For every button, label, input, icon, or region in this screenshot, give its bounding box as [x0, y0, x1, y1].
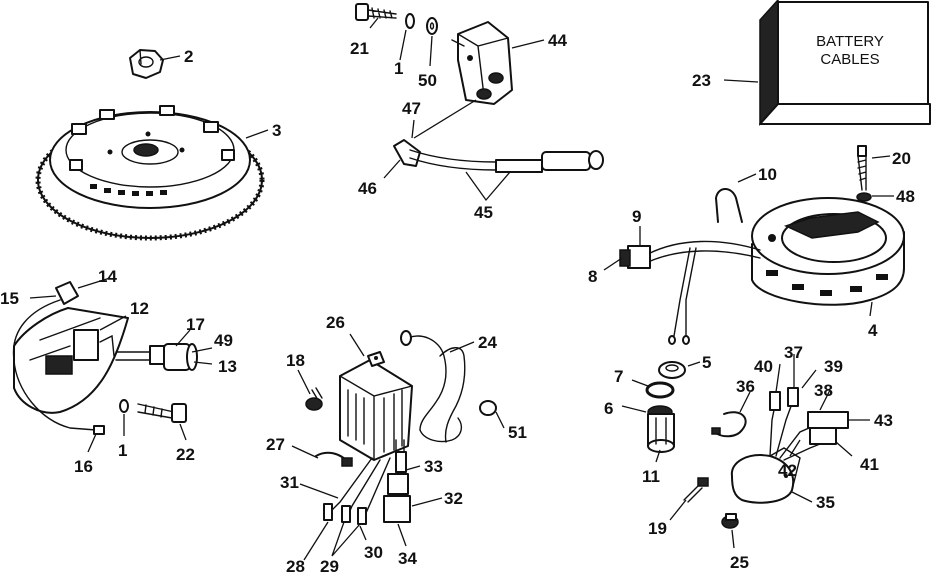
- callout-11: 11: [642, 467, 660, 486]
- callout-4: 4: [868, 321, 878, 340]
- callout-48: 48: [896, 187, 915, 206]
- callout-46: 46: [358, 179, 377, 198]
- callout-32: 32: [444, 489, 463, 508]
- callout-36: 36: [736, 377, 755, 396]
- callout-7: 7: [614, 367, 623, 386]
- callout-5: 5: [702, 353, 711, 372]
- callout-33: 33: [424, 457, 443, 476]
- callout-45: 45: [474, 203, 493, 222]
- callout-1-left: 1: [118, 441, 127, 460]
- callout-41: 41: [860, 455, 879, 474]
- callout-3: 3: [272, 121, 281, 140]
- callout-43: 43: [874, 411, 893, 430]
- screw-22: [137, 403, 187, 423]
- washer-50: [426, 17, 438, 35]
- battery-cables-label-1: BATTERY: [816, 33, 884, 50]
- callout-51: 51: [508, 423, 527, 442]
- callout-24: 24: [478, 333, 497, 352]
- callout-39: 39: [824, 357, 843, 376]
- callout-47: 47: [402, 99, 421, 118]
- callout-34: 34: [398, 549, 417, 568]
- sleeve-6: [647, 405, 675, 453]
- callout-21: 21: [350, 39, 369, 58]
- callout-19: 19: [648, 519, 667, 538]
- callout-26: 26: [326, 313, 345, 332]
- leader-lines: [29, 17, 894, 561]
- o-ring-7: [645, 381, 675, 399]
- clip-36: [711, 411, 747, 438]
- callout-35: 35: [816, 493, 835, 512]
- callout-27: 27: [266, 435, 285, 454]
- callout-49: 49: [214, 331, 233, 350]
- washer-48: [856, 192, 872, 202]
- callout-37: 37: [784, 343, 803, 362]
- ignition-coil: [451, 21, 513, 105]
- callout-2: 2: [184, 47, 193, 66]
- callout-10: 10: [758, 165, 777, 184]
- grommet-51: [479, 400, 497, 416]
- hex-nut: [129, 49, 164, 79]
- callout-17: 17: [186, 315, 205, 334]
- grommet-5: [658, 361, 686, 379]
- callout-38: 38: [814, 381, 833, 400]
- callout-12: 12: [130, 299, 149, 318]
- spark-plug-lead: [393, 139, 604, 173]
- callout-13: 13: [218, 357, 237, 376]
- callout-20: 20: [892, 149, 911, 168]
- screw-18: [305, 387, 323, 411]
- screw-19: [683, 477, 709, 503]
- harness-24: [400, 330, 466, 443]
- rectifier-leads: [323, 439, 411, 525]
- power-pack: [13, 307, 129, 414]
- battery-cables-label-2: CABLES: [820, 51, 879, 68]
- callout-28: 28: [286, 557, 305, 574]
- callout-31: 31: [280, 473, 299, 492]
- clip-10: [715, 188, 743, 223]
- lockwasher-1-top: [405, 13, 415, 29]
- screw-21: [355, 3, 397, 21]
- callout-23: 23: [692, 71, 711, 90]
- callout-1-top: 1: [394, 59, 403, 78]
- callout-29: 29: [320, 557, 339, 574]
- stator-harness: [619, 240, 761, 345]
- callout-18: 18: [286, 351, 305, 370]
- battery-cables-box: BATTERY CABLES: [759, 0, 931, 126]
- screw-25: [721, 513, 739, 529]
- callout-16: 16: [74, 457, 93, 476]
- callout-44: 44: [548, 31, 567, 50]
- callout-6: 6: [604, 399, 613, 418]
- rectifier-26: [339, 351, 413, 461]
- callout-50: 50: [418, 71, 437, 90]
- lockwasher-1-left: [119, 399, 129, 413]
- power-pack-leads: [12, 299, 198, 435]
- callout-9: 9: [632, 207, 641, 226]
- terminal-cap-14: [55, 281, 79, 305]
- callout-22: 22: [176, 445, 195, 464]
- callout-40: 40: [754, 357, 773, 376]
- tie-strap-27: [315, 451, 353, 467]
- callout-labels: 2 3 21 1 50 44 47 46 45 23 20 48 10 9 8 …: [0, 31, 915, 574]
- stator: [751, 197, 905, 306]
- callout-8: 8: [588, 267, 597, 286]
- callout-42: 42: [778, 461, 797, 480]
- callout-15: 15: [0, 289, 19, 308]
- callout-25: 25: [730, 553, 749, 572]
- callout-14: 14: [98, 267, 117, 286]
- screw-20: [857, 145, 867, 191]
- solenoid-leads: [769, 387, 849, 461]
- callout-30: 30: [364, 543, 383, 562]
- flywheel: [35, 105, 265, 241]
